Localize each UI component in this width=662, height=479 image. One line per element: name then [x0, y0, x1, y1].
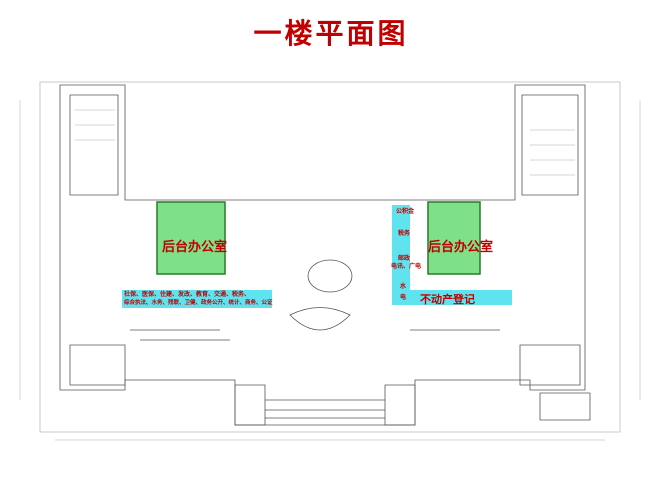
left-band-line1: 社保、医保、住建、发改、教育、交通、税务、	[124, 291, 251, 298]
right-item: 税务	[398, 230, 411, 237]
left-office-zone	[156, 201, 226, 275]
page-title: 一楼平面图	[253, 17, 409, 50]
left-office-label: 后台办公室	[162, 240, 228, 255]
right-item: 水	[400, 283, 407, 290]
right-service-column	[392, 205, 410, 305]
right-item: 公积金	[396, 208, 415, 215]
right-item: 邮政	[398, 255, 411, 262]
right-band-label: 不动产登记	[420, 293, 475, 306]
right-item: 电讯、广电	[391, 263, 422, 270]
right-office-zone	[427, 201, 481, 275]
right-item: 电	[400, 294, 407, 301]
left-service-band	[122, 290, 272, 308]
right-office-label: 后台办公室	[428, 240, 494, 255]
left-band-line2: 综合执法、水务、残联、卫健、政务公开、统计、商务、公证	[124, 300, 273, 306]
right-service-band	[392, 290, 512, 305]
